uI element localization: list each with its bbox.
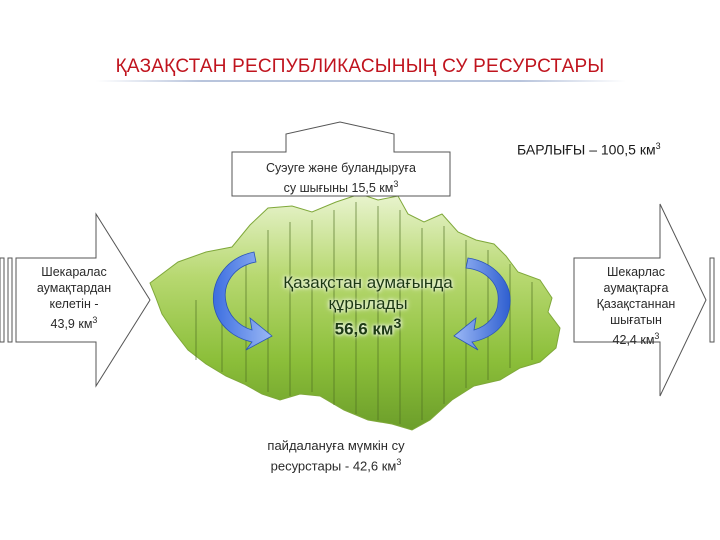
- outflow-line-1: Шекарлас: [606, 265, 666, 279]
- evaporation-line-2: су шығыны 15,5 км: [283, 181, 394, 196]
- inflow-unit-sup: 3: [92, 315, 98, 325]
- evaporation-label: Суэуге және буландыруға су шығыны 15,5 к…: [232, 160, 450, 196]
- total-label: БАРЛЫҒЫ – 100,5 км: [517, 141, 656, 158]
- evaporation-line-1: Суэуге және буландыруға: [266, 161, 416, 175]
- outflow-line-3: Қазақстаннан: [596, 297, 676, 311]
- inflow-line-2: аумақтардан: [36, 281, 112, 295]
- internal-line-1: Қазақстан аумағында: [283, 273, 453, 292]
- outflow-line-2: аумақтарға: [603, 281, 669, 295]
- total-unit-sup: 3: [655, 141, 661, 151]
- usable-line-1: пайдалануға мүмкін су: [267, 438, 405, 453]
- inflow-label: Шекаралас аумақтардан келетін - 43,9 км3: [30, 264, 118, 332]
- title-underline: [96, 80, 626, 82]
- left-inflow-arrow: [0, 212, 151, 388]
- left-circular-arrow-icon: [212, 251, 273, 351]
- outflow-unit-sup: 3: [654, 331, 660, 341]
- usable-line-2: ресурстары - 42,6 км: [270, 458, 397, 474]
- slide-title: ҚАЗАҚСТАН РЕСПУБЛИКАСЫНЫҢ СУ РЕСУРСТАРЫ: [115, 56, 605, 77]
- right-outflow-arrow: [573, 203, 715, 397]
- usable-unit-sup: 3: [396, 457, 402, 467]
- internal-line-3: 56,6 км: [334, 319, 394, 339]
- evaporation-unit-sup: 3: [393, 179, 399, 189]
- outflow-line-4: шығатын: [610, 313, 662, 327]
- evaporation-up-arrow: [231, 121, 451, 197]
- inflow-line-4: 43,9 км: [50, 317, 93, 332]
- usable-resources-label: пайдалануға мүмкін су ресурстары - 42,6 …: [236, 438, 436, 474]
- outflow-line-5: 42,4 км: [612, 333, 655, 348]
- total-resources: БАРЛЫҒЫ – 100,5 км3: [517, 141, 661, 158]
- inflow-line-1: Шекаралас: [41, 265, 107, 279]
- internal-line-2: құрылады: [328, 294, 408, 313]
- internal-formation-label: Қазақстан аумағында құрылады 56,6 км3: [268, 272, 468, 340]
- right-circular-arrow-icon: [453, 257, 511, 351]
- outflow-label: Шекарлас аумақтарға Қазақстаннан шығатын…: [584, 264, 688, 348]
- inflow-line-3: келетін -: [49, 297, 99, 311]
- internal-unit-sup: 3: [393, 316, 402, 332]
